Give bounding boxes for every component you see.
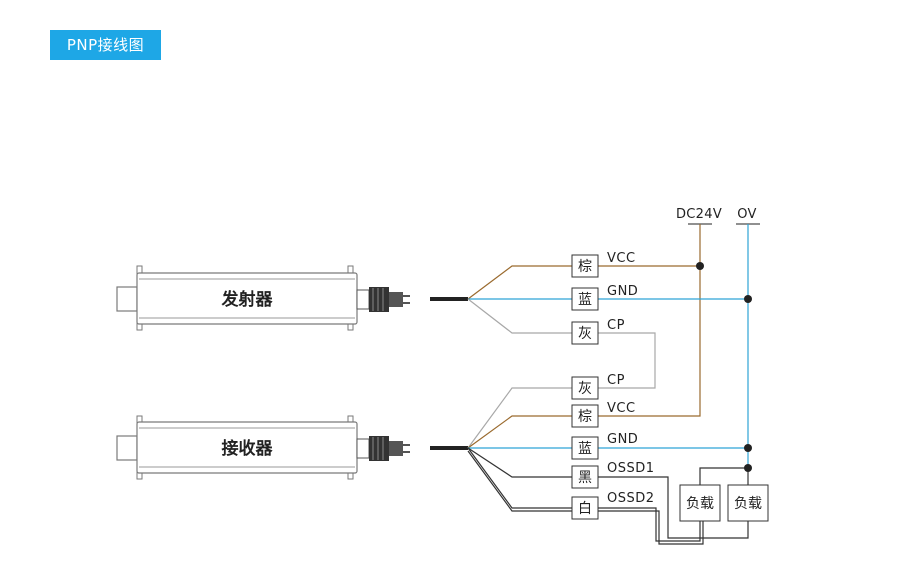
signal-label: GND [607,284,638,299]
svg-text:棕: 棕 [578,259,592,275]
emitter-terminal-blue: 蓝 GND [571,284,638,311]
power-rails: DC24V OV [598,207,760,468]
emitter-label: 发射器 [221,289,274,310]
svg-text:负载: 负载 [734,496,762,512]
ossd2-wire [598,507,701,542]
rail-label-gnd: OV [737,207,757,222]
junction-dot [744,464,752,472]
svg-text:负载: 负载 [686,496,714,512]
receiver-terminal-blue: 蓝 GND [571,432,638,460]
receiver-device: 接收器 [116,415,468,480]
signal-label: CP [607,373,625,388]
receiver-terminal-grey: 灰 CP [571,373,625,400]
svg-text:蓝: 蓝 [578,441,592,457]
signal-label: VCC [607,401,636,416]
emitter-device: 发射器 [116,265,468,331]
receiver-label: 接收器 [222,438,274,459]
receiver-terminal-black: 黑 OSSD1 [571,461,655,489]
receiver-connector [369,436,389,461]
svg-text:灰: 灰 [578,326,592,342]
load-wiring [699,467,749,485]
cp-link-wire [598,332,656,389]
junction-dot [696,262,704,270]
emitter-wires [467,265,748,389]
svg-text:灰: 灰 [578,381,592,397]
svg-text:黑: 黑 [578,470,592,486]
svg-text:白: 白 [578,501,592,517]
signal-label: OSSD2 [607,491,655,506]
junction-dot [744,295,752,303]
receiver-wires [467,387,749,545]
emitter-connector [369,287,389,312]
page-title: PNP接线图 [50,30,161,60]
load-box-2: 负载 [727,484,769,522]
signal-label: GND [607,432,638,447]
rail-label-vcc: DC24V [676,207,722,222]
emitter-terminal-grey: 灰 CP [571,318,625,345]
signal-label: OSSD1 [607,461,655,476]
svg-text:蓝: 蓝 [578,292,592,308]
ossd1-wire [598,476,749,539]
vcc-rail [598,224,701,417]
junction-dot [744,444,752,452]
receiver-terminal-white: 白 OSSD2 [571,491,655,520]
signal-label: CP [607,318,625,333]
load-box-1: 负载 [679,484,721,522]
signal-label: VCC [607,251,636,266]
emitter-terminal-brown: 棕 VCC [571,251,636,278]
svg-text:棕: 棕 [578,409,592,425]
receiver-terminal-brown: 棕 VCC [571,401,636,428]
